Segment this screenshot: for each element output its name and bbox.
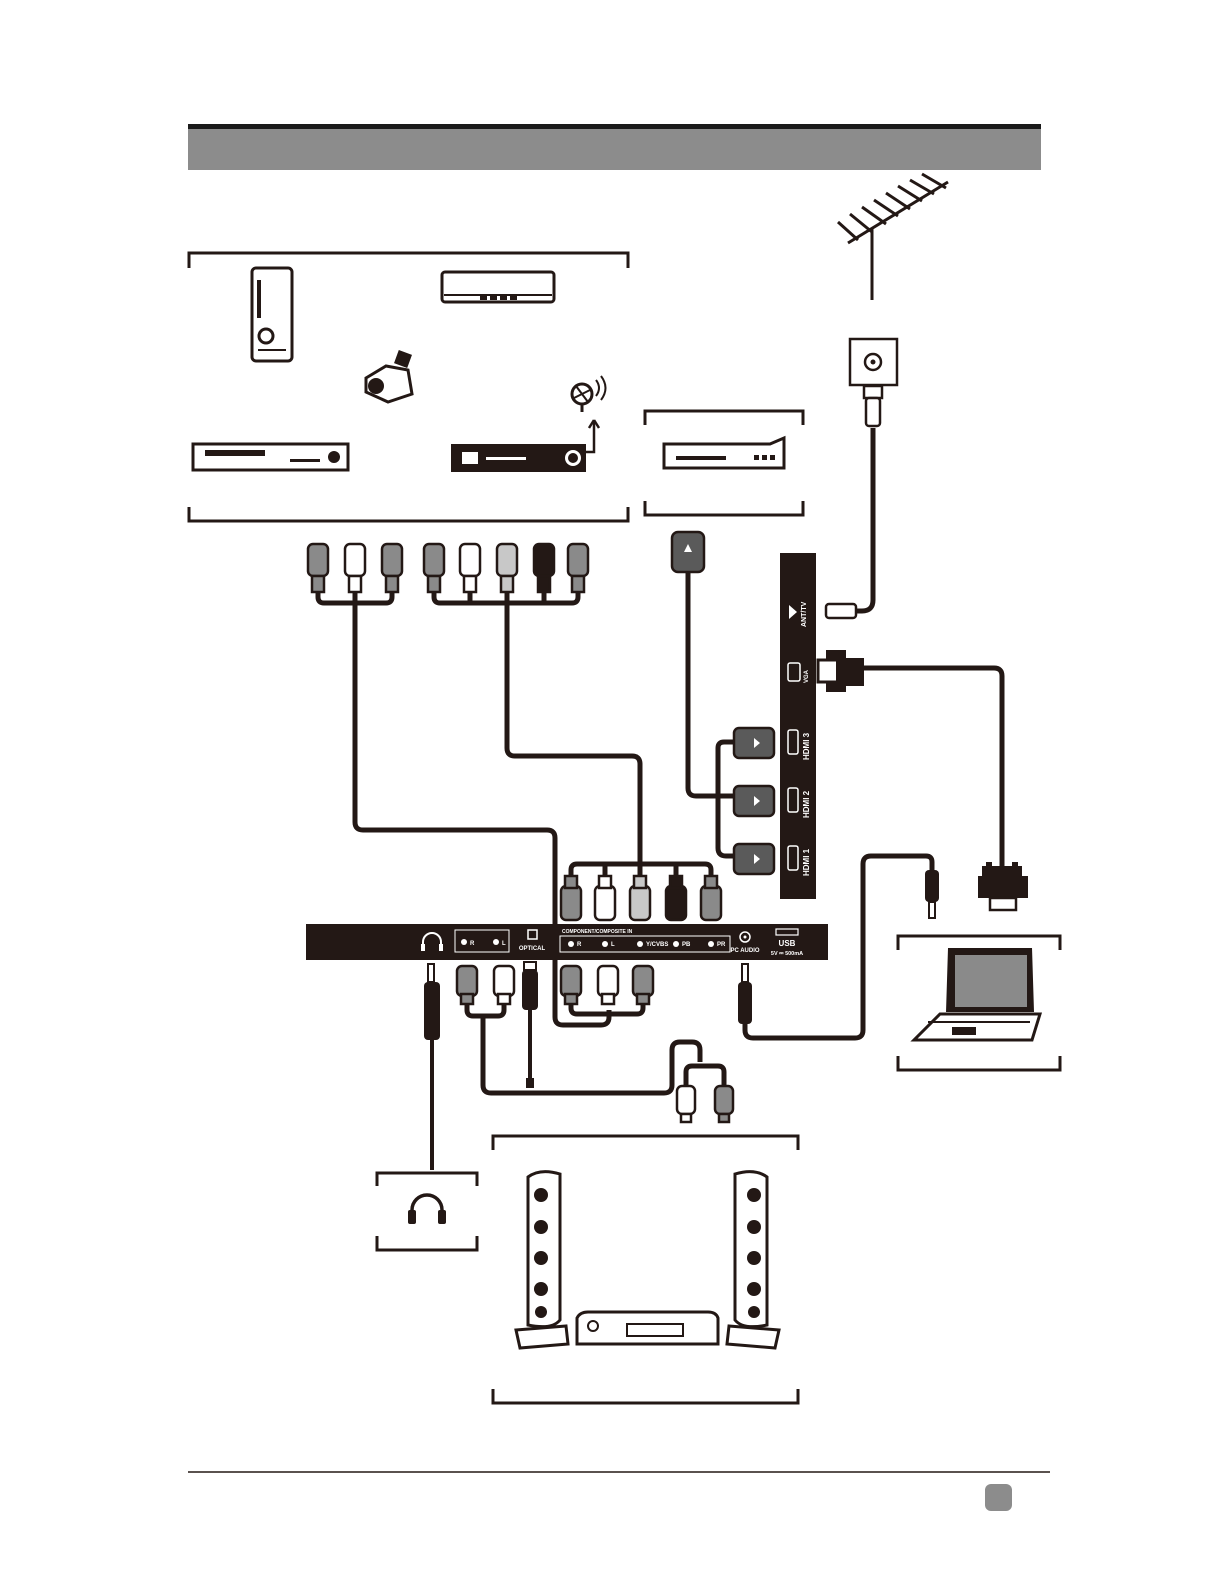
vga-port-label: VGA — [804, 669, 810, 683]
audio-out-plugs — [457, 966, 514, 1004]
wall-antenna-socket-icon — [850, 339, 897, 426]
usb-power-label: 5V ⎓ 500mA — [771, 951, 803, 957]
set-top-box-icon — [442, 272, 554, 302]
camcorder-icon — [366, 350, 412, 402]
comp-l-label: L — [611, 942, 615, 948]
pc-audio-plug-panel — [738, 964, 752, 1024]
hdmi3-port-label: HDMI 3 — [802, 732, 811, 760]
comp-y-label: Y/CVBS — [646, 942, 668, 948]
hdmi-plugs-tv — [734, 728, 774, 874]
pc-audio-plug-laptop — [925, 870, 939, 918]
satellite-receiver-icon — [451, 420, 599, 472]
footer — [188, 1472, 1050, 1511]
usb-port-label: USB — [779, 939, 796, 948]
left-speaker-icon — [516, 1172, 568, 1348]
audio-out-r-label: R — [470, 941, 475, 947]
optical-port-label: OPTICAL — [519, 946, 546, 952]
satellite-dish-icon — [572, 376, 606, 412]
comp-pb-label: PB — [682, 942, 691, 948]
comp-r-label: R — [577, 942, 582, 948]
section-header — [188, 124, 1041, 170]
vga-plug-laptop — [978, 862, 1028, 910]
headphones-bracket — [377, 1173, 477, 1250]
composite-plugs-top — [308, 544, 402, 592]
antenna-icon — [838, 174, 948, 300]
hdmi-plug-source — [672, 532, 704, 572]
audio-system-plugs — [677, 1086, 733, 1122]
disc-player-icon — [193, 444, 348, 470]
component-plugs-panel-top — [561, 876, 721, 920]
component-plugs-panel-bottom — [561, 966, 653, 1004]
game-console-icon — [252, 268, 292, 361]
ant-port-label: ANT/TV — [801, 601, 808, 627]
headphones-icon — [408, 1195, 446, 1224]
vga-plug-tv — [818, 650, 864, 692]
hdmi2-port-label: HDMI 2 — [802, 790, 811, 818]
right-speaker-icon — [727, 1172, 779, 1348]
side-input-panel: ANT/TV VGA HDMI 3 HDMI 2 HDMI 1 — [780, 553, 816, 899]
component-title-label: COMPONENT/COMPOSITE IN — [562, 929, 633, 935]
headphone-plug-panel — [424, 964, 440, 1040]
comp-pr-label: PR — [717, 942, 726, 948]
component-plugs-top — [424, 544, 588, 592]
rear-panel: R L OPTICAL COMPONENT/COMPOSITE IN R L Y… — [306, 924, 828, 960]
av-receiver-icon — [577, 1312, 718, 1344]
hdmi1-port-label: HDMI 1 — [802, 848, 811, 876]
coax-plug-tv — [826, 604, 856, 618]
laptop-icon — [914, 948, 1040, 1040]
pc-audio-port-label: PC AUDIO — [730, 948, 759, 954]
hdmi-source-device-icon — [664, 438, 784, 468]
audio-out-l-label: L — [502, 941, 506, 947]
